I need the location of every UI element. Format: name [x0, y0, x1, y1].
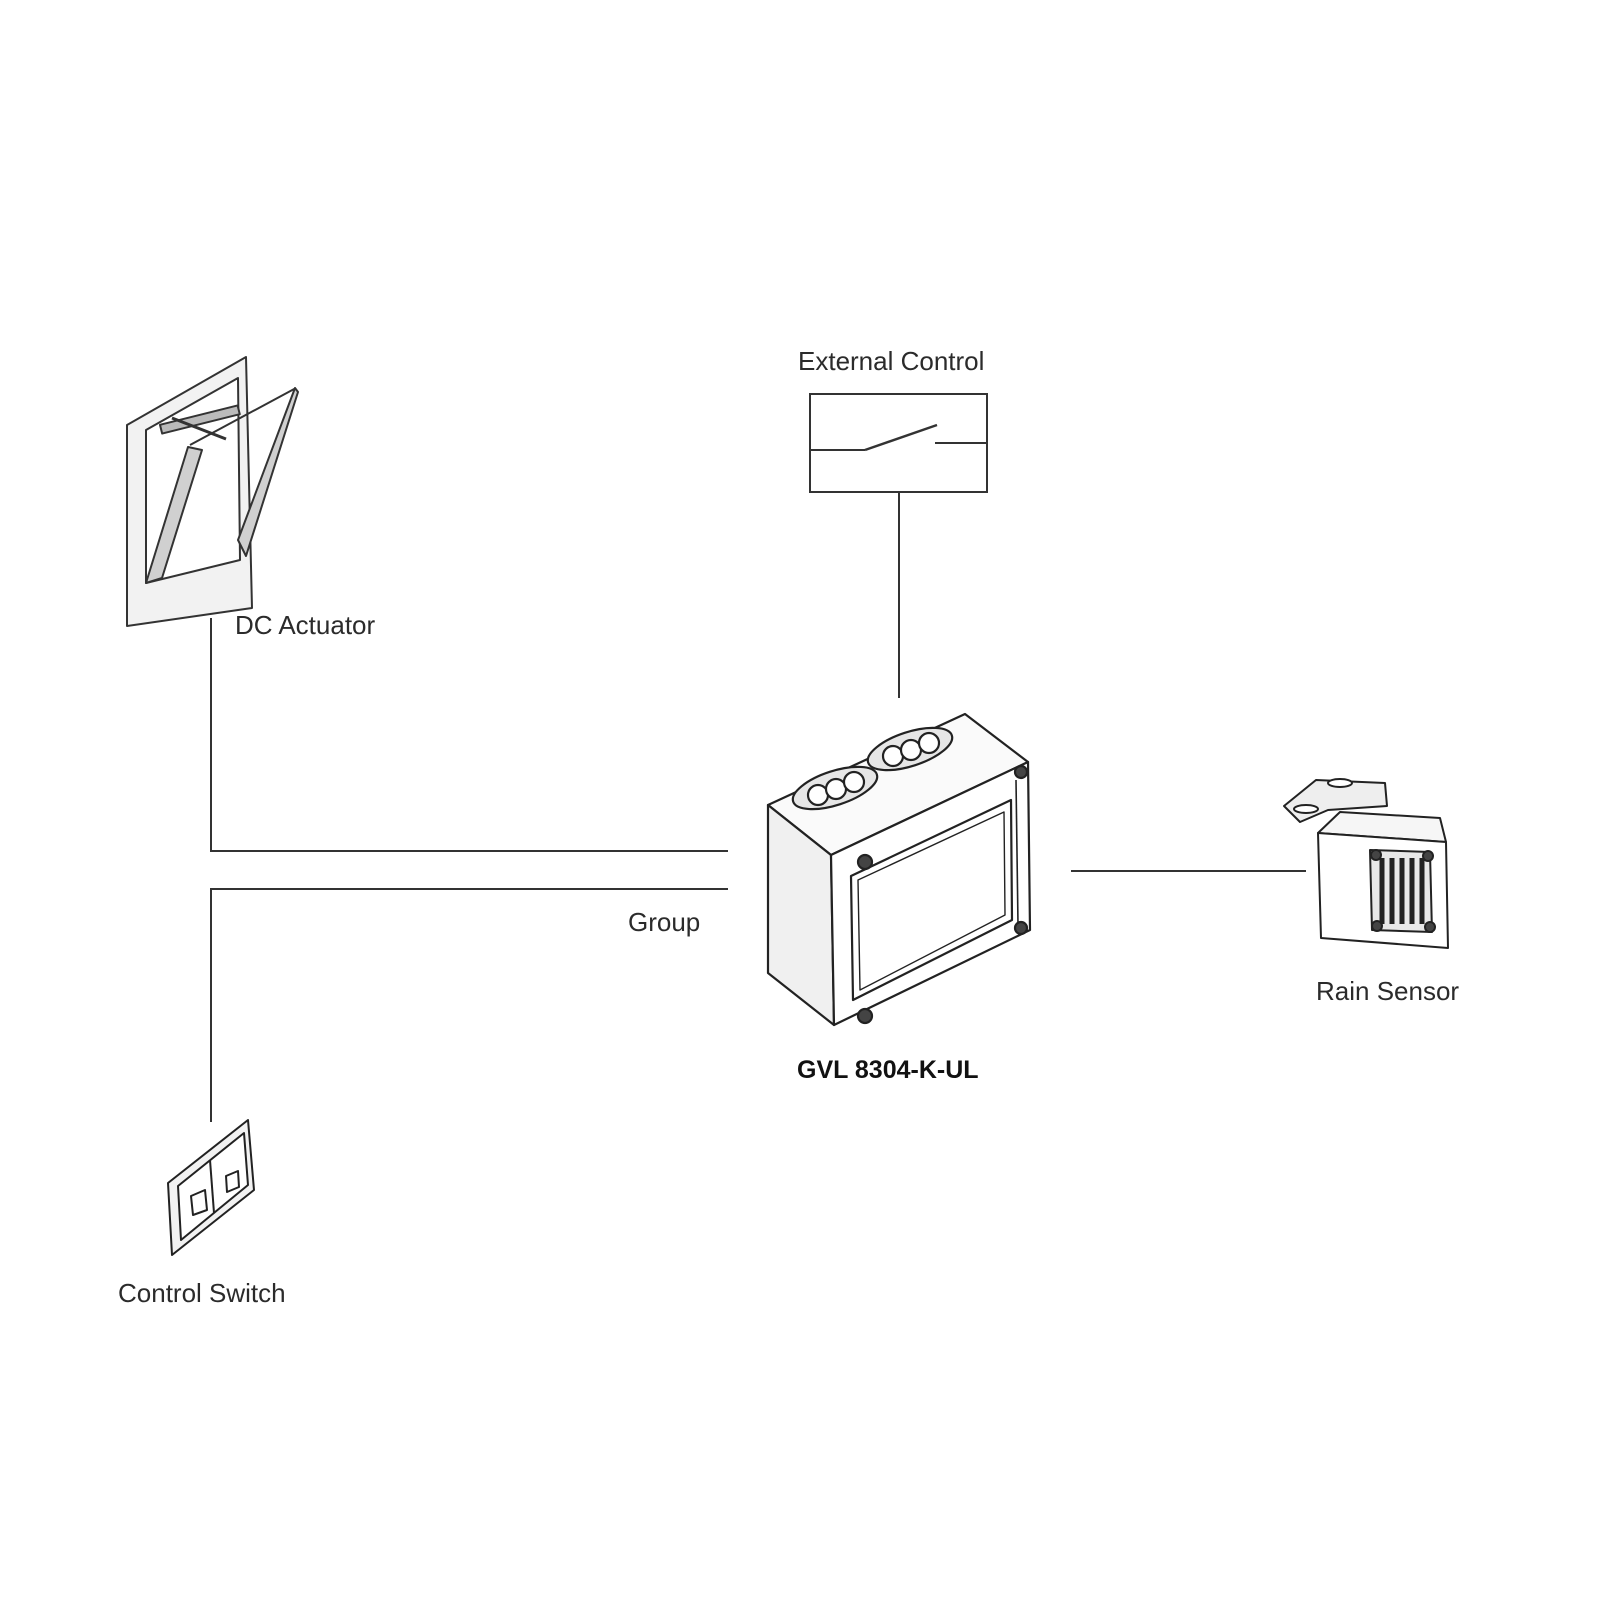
control-switch-label: Control Switch	[118, 1278, 286, 1308]
connection-wires	[210, 493, 1306, 1122]
window-actuator-icon	[126, 356, 299, 627]
wall-switch-icon	[167, 1119, 255, 1256]
rain-sensor-label: Rain Sensor	[1316, 976, 1460, 1006]
cable-gland-left	[791, 765, 879, 811]
dc-actuator-label: DC Actuator	[235, 610, 376, 640]
switch-contact-icon	[809, 393, 988, 493]
rain-sensor-icon	[1283, 778, 1449, 949]
external-control-label: External Control	[798, 346, 985, 376]
rain-sensor-grid	[1379, 858, 1425, 924]
wire-actuator	[210, 618, 728, 852]
group-label: Group	[628, 907, 701, 937]
controller-model-label: GVL 8304-K-UL	[797, 1056, 979, 1084]
wire-group-switch	[210, 888, 728, 1122]
cable-gland-right	[866, 726, 954, 772]
control-box-icon	[766, 712, 1032, 1027]
